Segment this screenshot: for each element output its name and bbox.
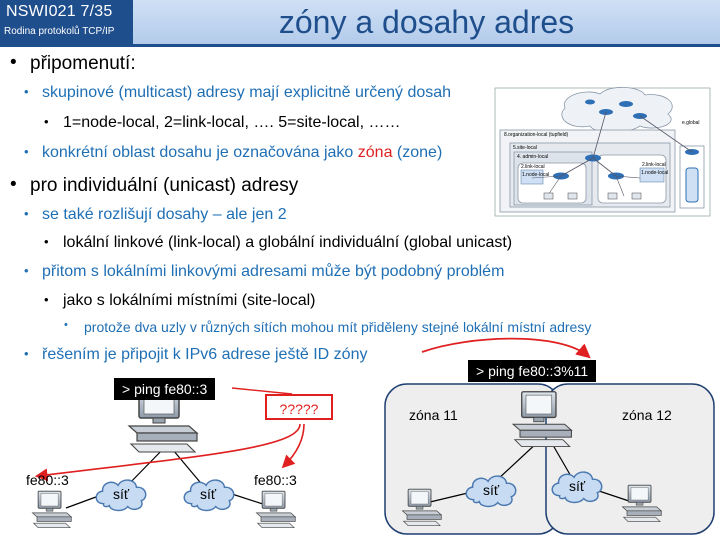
bullet-unicast: pro individuální (unicast) adresy: [30, 175, 299, 196]
scope-org-label: 8.organization-local (tupfield): [504, 132, 569, 138]
scope-link-label-left: 2.link-local: [521, 164, 545, 170]
address-label-left: fe80::3: [26, 472, 69, 488]
course-code: NSWI021 7/35: [6, 3, 113, 20]
network-cloud-label: síť: [113, 486, 130, 502]
bullet-marker: •: [24, 206, 29, 221]
network-cloud-label: síť: [200, 486, 217, 502]
zone-11-label: zóna 11: [409, 407, 458, 423]
bullet-similar-problem: přitom s lokálními linkovými adresami mů…: [42, 263, 505, 280]
zone-text-post: (zone): [392, 144, 443, 161]
course-badge: NSWI021 7/35 Rodina protokolů TCP/IP: [0, 0, 133, 44]
network-cloud-label: síť: [569, 478, 586, 494]
bullet-marker: •: [10, 52, 17, 73]
zone-word: zóna: [357, 144, 393, 161]
bullet-site-local: jako s lokálními místními (site-local): [63, 292, 316, 309]
bullet-marker: •: [44, 114, 49, 129]
scope-node-label-right: 1.node-local: [641, 170, 669, 176]
scope-admin-label: 4. admin-local: [517, 154, 549, 160]
scope-diagram: [494, 86, 711, 217]
bullet-marker: •: [10, 174, 17, 195]
bullet-marker: •: [44, 234, 49, 249]
bullet-multicast-scope: skupinové (multicast) adresy mají explic…: [42, 84, 452, 101]
ping-command-ambiguous: > ping fe80::3: [114, 378, 216, 400]
title-underline: [0, 44, 720, 47]
bullet-marker: •: [24, 84, 29, 99]
bullet-marker: •: [24, 346, 29, 361]
bullet-marker: •: [24, 263, 29, 278]
scope-global-label: e.global: [682, 120, 700, 126]
scope-site-label: 5.site-local: [513, 145, 537, 151]
bullet-zone-definition: konkrétní oblast dosahu je označována ja…: [42, 144, 442, 162]
bullet-reminder: připomenutí:: [30, 53, 136, 74]
ping-command-with-zone: > ping fe80::3%11: [468, 360, 597, 382]
address-label-right: fe80::3: [254, 472, 297, 488]
bullet-scope-values: 1=node-local, 2=link-local, …. 5=site-lo…: [63, 114, 401, 131]
bullet-link-global: lokální linkové (link-local) a globální …: [63, 234, 513, 251]
bullet-two-scopes: se také rozlišují dosahy – ale jen 2: [42, 206, 287, 223]
slide-title: zóny a dosahy adres: [278, 4, 575, 40]
bullet-marker: •: [44, 292, 49, 307]
course-subtitle: Rodina protokolů TCP/IP: [4, 26, 115, 37]
scope-link-label-right: 2.link-local: [642, 162, 666, 168]
bullet-marker: •: [64, 319, 68, 331]
bullet-marker: •: [24, 144, 29, 159]
bullet-zone-id-solution: řešením je připojit k IPv6 adrese ještě …: [42, 346, 368, 363]
zone-text-pre: konkrétní oblast dosahu je označována ja…: [42, 144, 358, 161]
title-bar: zóny a dosahy adres: [133, 0, 720, 44]
network-cloud-label: síť: [483, 482, 500, 498]
zone-12-label: zóna 12: [622, 407, 672, 423]
bullet-same-address: protože dva uzly v různých sítích mohou …: [84, 319, 592, 335]
ambiguity-question-box: ?????: [265, 394, 333, 420]
scope-node-label-left: 1.node-local: [522, 172, 550, 178]
